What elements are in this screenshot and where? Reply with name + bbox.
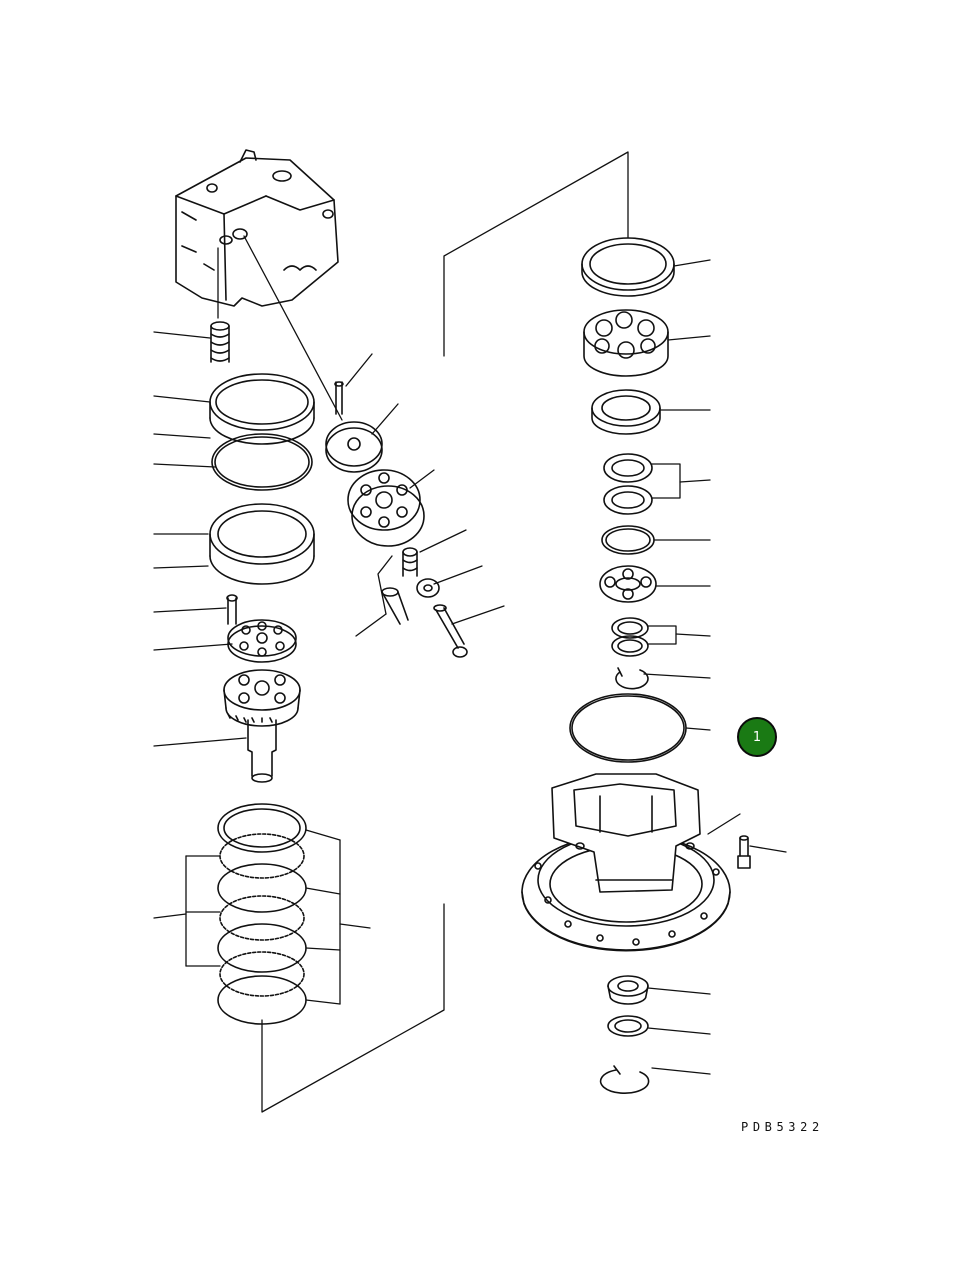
o-ring-part xyxy=(569,693,687,763)
retaining-clip-part xyxy=(615,667,649,690)
leader-lines-right xyxy=(643,259,787,1075)
motor-casing-part xyxy=(521,773,731,952)
retainer-plate-part xyxy=(227,619,297,663)
roller-bearing-part xyxy=(583,309,669,377)
cylinder-block-part xyxy=(347,469,425,547)
snap-ring-lower-part xyxy=(599,1065,650,1094)
leader-lines-center xyxy=(345,353,505,637)
bracket-lines xyxy=(261,151,629,1113)
washer-part xyxy=(416,578,440,598)
valve-plate-part xyxy=(325,421,383,473)
ball-bearing-part xyxy=(599,565,657,603)
shim-parts xyxy=(603,453,653,515)
seal-ring-parts xyxy=(209,373,315,585)
drawing-code: PDB5322 xyxy=(741,1120,824,1134)
bolt-part xyxy=(226,594,238,625)
bushing-part xyxy=(607,975,649,1005)
spring-part xyxy=(210,321,230,363)
snap-ring-upper-part xyxy=(601,525,655,555)
cap-bolt-part xyxy=(737,835,751,869)
spring-small-part xyxy=(402,547,418,577)
part-callout-1[interactable]: 1 xyxy=(737,717,777,757)
leader-lines-discs xyxy=(185,829,371,1005)
part-callout-1-label: 1 xyxy=(752,730,762,745)
rod-part xyxy=(433,604,468,658)
thrust-ring-part xyxy=(581,237,675,297)
brake-disc-stack-part xyxy=(217,803,307,1025)
pin-part xyxy=(334,381,344,415)
valve-housing-part xyxy=(175,149,339,307)
output-shaft-part xyxy=(223,669,301,783)
guide-pin-part xyxy=(381,587,409,625)
spacer-parts xyxy=(611,617,649,657)
leader-lines-left xyxy=(153,235,343,919)
oil-seal-part xyxy=(591,389,661,435)
flat-washer-part xyxy=(607,1015,649,1037)
